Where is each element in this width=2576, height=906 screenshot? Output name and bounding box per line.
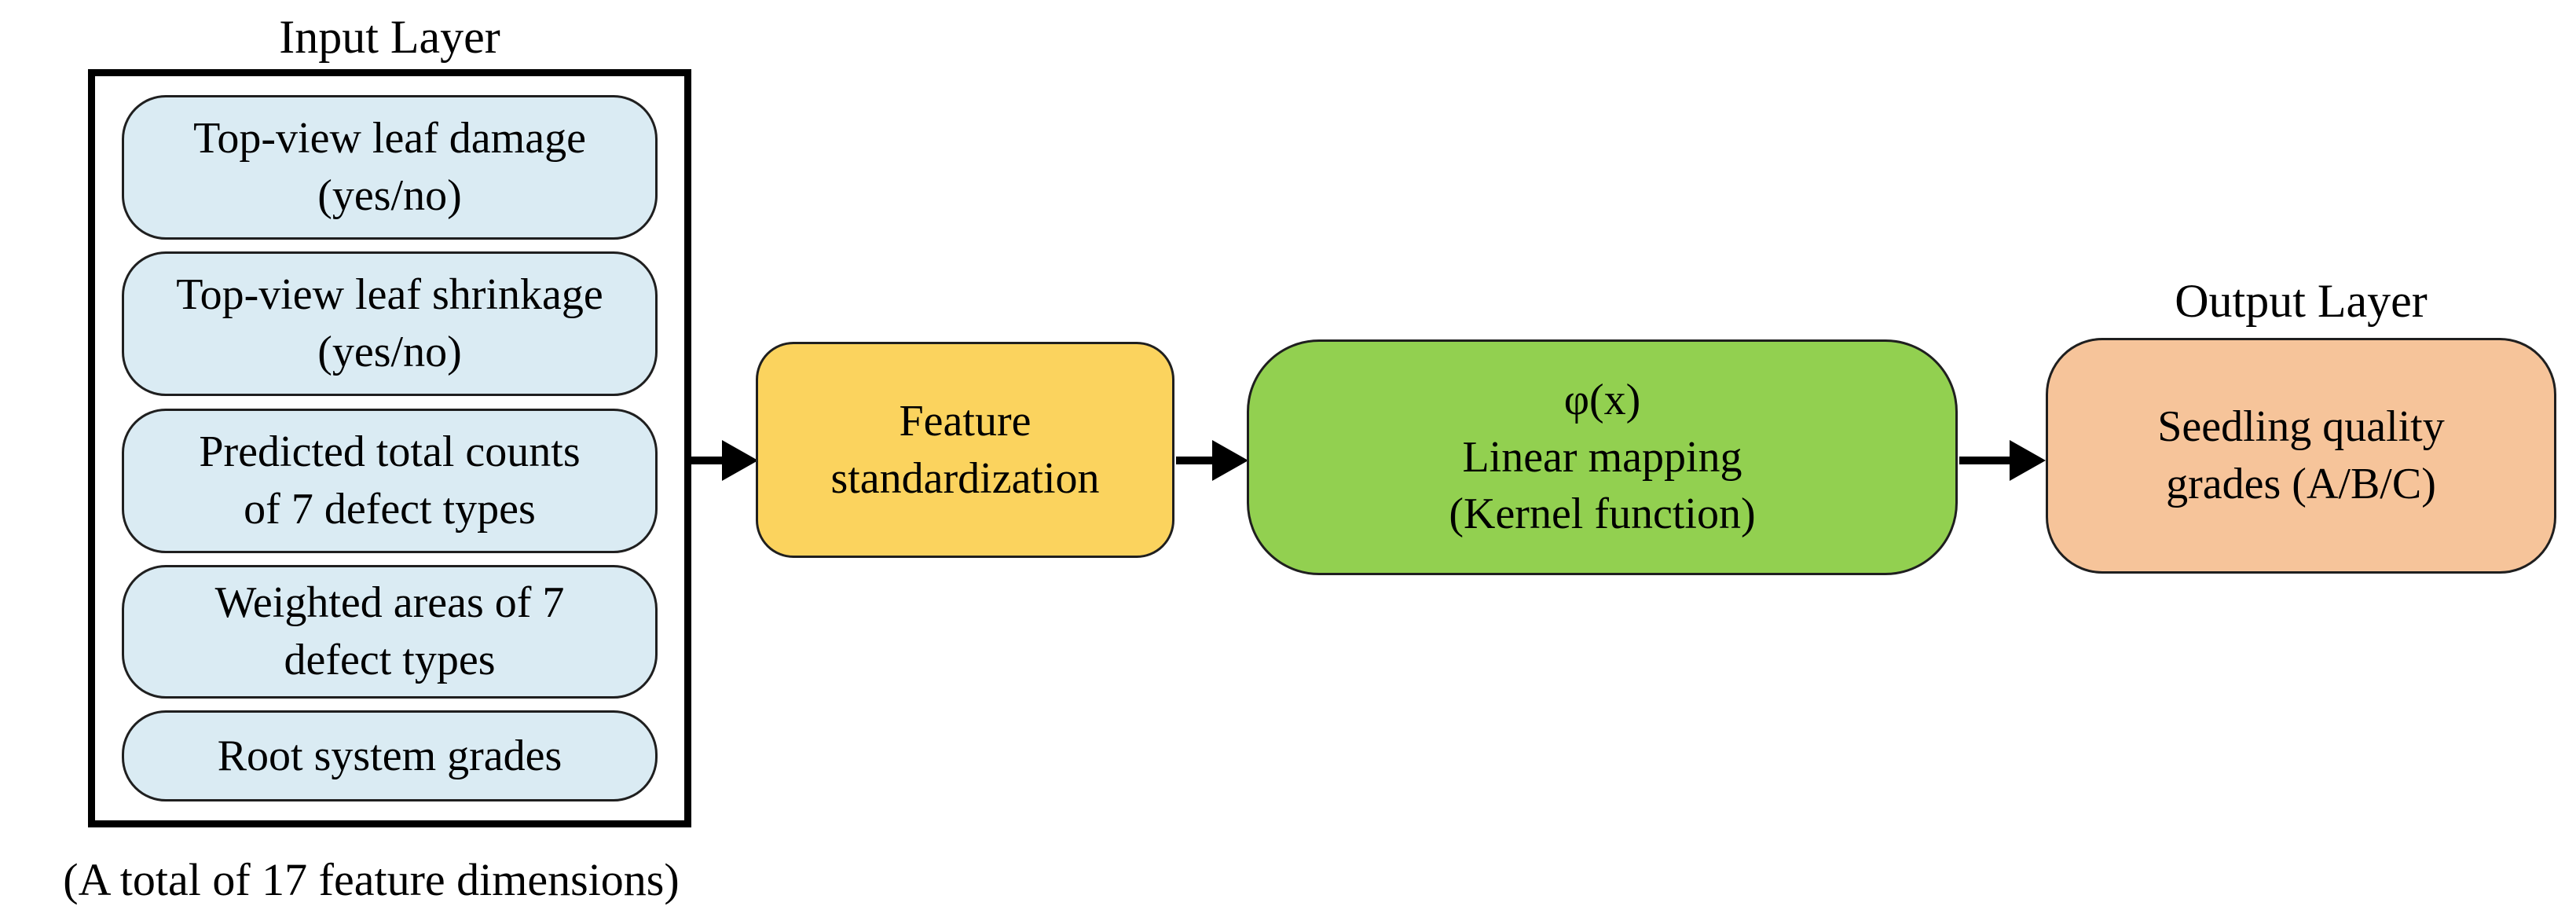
output-node-seedling-grades: Seedling quality grades (A/B/C) xyxy=(2046,338,2556,574)
arrow-shaft xyxy=(1176,457,1212,464)
input-node-line: (yes/no) xyxy=(317,328,462,377)
arrow-head-icon xyxy=(1212,440,1248,481)
node-text-line: grades (A/B/C) xyxy=(2166,460,2436,508)
input-node-leaf-shrinkage: Top-view leaf shrinkage (yes/no) xyxy=(122,251,658,397)
input-layer-title: Input Layer xyxy=(279,11,500,63)
arrow-shaft xyxy=(1959,457,2010,464)
node-text-line: Feature xyxy=(899,396,1031,446)
node-text-line: φ(x) xyxy=(1563,375,1641,424)
arrow-head-icon xyxy=(2010,440,2046,481)
feature-standardization-node: Feature standardization xyxy=(756,342,1174,558)
node-text-line: standardization xyxy=(830,453,1100,503)
kernel-mapping-node: φ(x) Linear mapping (Kernel function) xyxy=(1247,339,1958,575)
input-node-line: Top-view leaf damage xyxy=(193,114,586,163)
input-node-line: (yes/no) xyxy=(317,171,462,220)
node-text-line: Seedling quality xyxy=(2157,402,2445,452)
input-node-defect-counts: Predicted total counts of 7 defect types xyxy=(122,408,658,553)
input-node-line: of 7 defect types xyxy=(244,484,536,534)
flow-arrow xyxy=(1176,440,1248,481)
input-node-leaf-damage: Top-view leaf damage (yes/no) xyxy=(122,95,658,240)
flow-arrow xyxy=(689,440,758,481)
arrow-head-icon xyxy=(722,440,758,481)
input-node-line: Weighted areas of 7 xyxy=(214,578,565,627)
input-node-line: defect types xyxy=(284,635,496,684)
flow-arrow xyxy=(1959,440,2046,481)
input-layer-caption: (A total of 17 feature dimensions) xyxy=(63,854,680,905)
output-layer-title: Output Layer xyxy=(2175,275,2428,327)
node-text-line: (Kernel function) xyxy=(1449,490,1756,539)
input-node-root-grades: Root system grades xyxy=(122,710,658,801)
input-node-line: Predicted total counts xyxy=(199,427,581,476)
arrow-shaft xyxy=(689,457,722,464)
input-node-line: Root system grades xyxy=(217,731,562,780)
input-layer-box: Top-view leaf damage (yes/no) Top-view l… xyxy=(88,69,691,827)
node-text-line: Linear mapping xyxy=(1462,432,1742,482)
input-node-line: Top-view leaf shrinkage xyxy=(176,270,603,320)
input-node-weighted-areas: Weighted areas of 7 defect types xyxy=(122,564,658,699)
